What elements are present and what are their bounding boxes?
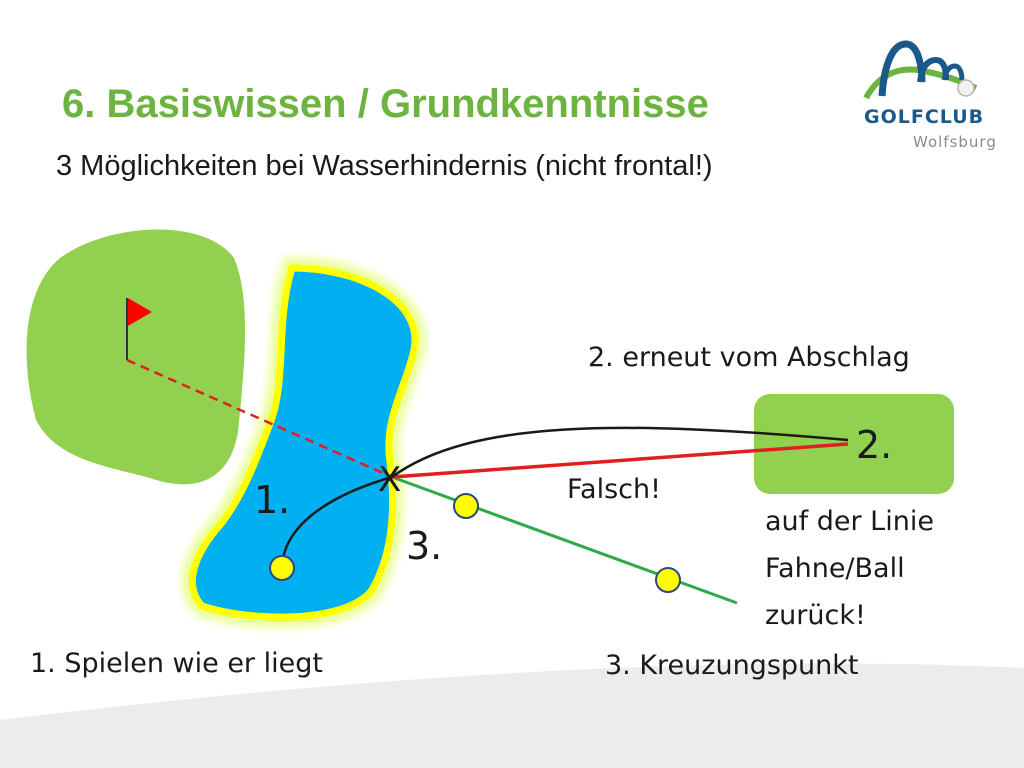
option-2-label: 2. erneut vom Abschlag [588,342,910,373]
crossing-mark: X [378,460,402,500]
logo-text-golfclub: GOLFCLUB [864,106,985,128]
marker-1: 1. [254,478,291,522]
slide-subtitle: 3 Möglichkeiten bei Wasserhindernis (nic… [56,150,713,182]
drop-ball-near [453,493,479,519]
marker-3: 3. [406,524,443,568]
club-logo: GOLFCLUB Wolfsburg [858,36,996,160]
line-note-3: zurück! [765,600,866,631]
water-hazard [181,256,426,629]
ball-in-water [269,555,295,581]
ball-shot-arc [280,475,393,567]
marker-2: 2. [856,423,893,467]
wrong-shot-line [391,442,849,479]
logo-text-wolfsburg: Wolfsburg [913,133,997,151]
line-note-1: auf der Linie [765,506,934,537]
option-1-label: 1. Spielen wie er liegt [30,648,323,679]
drop-ball-far [655,567,681,593]
flag-line [126,358,393,479]
line-note-2: Fahne/Ball [765,553,905,584]
slide-title: 6. Basiswissen / Grundkenntnisse [62,82,709,126]
drop-line [391,475,738,605]
flag-icon [128,298,152,326]
option-3-label: 3. Kreuzungspunkt [605,650,859,681]
tee-shot-arc [391,426,849,479]
tee-box [754,394,954,494]
bottom-swoosh [0,663,1024,768]
logo-hills-icon [863,40,978,100]
putting-green [26,229,246,485]
wrong-label: Falsch! [567,474,661,505]
